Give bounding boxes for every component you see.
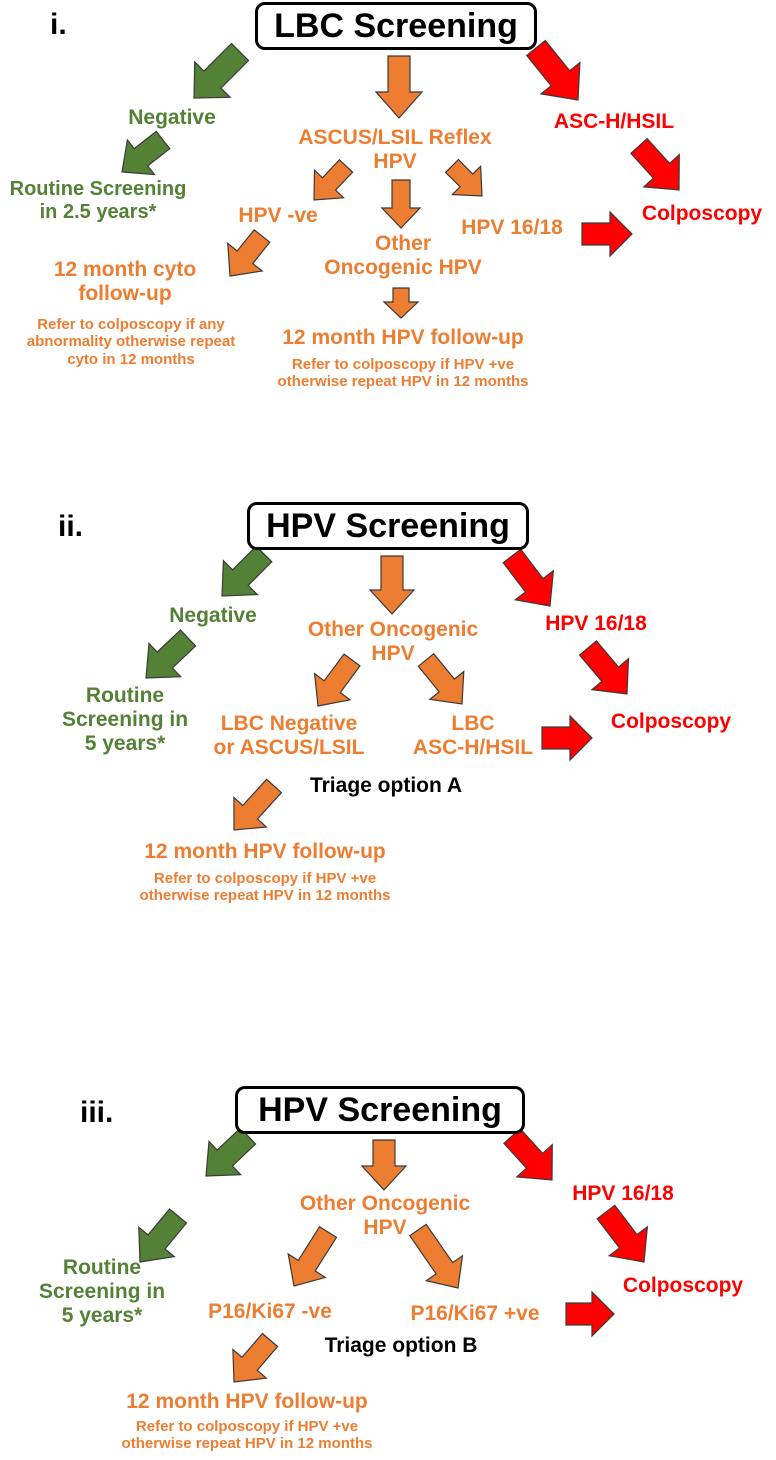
panel-2-label: ii. <box>58 510 84 543</box>
p2-arrow-routine-icon <box>145 629 197 679</box>
panel-3-right-branch: P16/Ki67 +ve <box>410 1302 540 1325</box>
p3-arrow-colpo-right-icon <box>565 1290 615 1338</box>
panel-1-cyto-note: Refer to colposcopy if any abnormality o… <box>26 316 236 368</box>
panel-1-colposcopy: Colposcopy <box>641 202 763 225</box>
panel-1-hpv-followup: 12 month HPV follow-up <box>282 326 524 349</box>
panel-3-colposcopy: Colposcopy <box>622 1274 744 1297</box>
p1-arrow-hpvneg-icon <box>313 158 354 201</box>
panel-1-hpv-note: Refer to colposcopy if HPV +ve otherwise… <box>277 356 529 391</box>
panel-1-hpv-neg: HPV -ve <box>238 204 318 227</box>
panel-2-hpv-note: Refer to colposcopy if HPV +ve otherwise… <box>139 870 391 905</box>
panel-2-middle: Other Oncogenic HPV <box>307 618 479 666</box>
panel-2-right-branch: LBC ASC-H/HSIL <box>412 712 534 760</box>
p3-arrow-green2-icon <box>138 1208 188 1263</box>
panel-1-other: Other Oncogenic HPV <box>324 232 482 280</box>
p1-arrow-right-icon <box>581 210 633 258</box>
panel-3-routine: Routine Screening in 5 years* <box>38 1256 166 1328</box>
p3-arrow-left-icon <box>287 1225 338 1287</box>
p3-arrow-green1-icon <box>205 1127 257 1177</box>
p3-arrow-colpo-icon <box>596 1204 649 1263</box>
p1-arrow-cyto-icon <box>227 228 271 277</box>
p3-arrow-1618-icon <box>503 1127 553 1181</box>
p1-arrow-colpo-icon <box>630 137 680 191</box>
p1-arrow-hpvfu-icon <box>382 287 420 319</box>
p3-arrow-middle-icon <box>360 1139 408 1191</box>
panel-3-triage: Triage option B <box>324 1334 478 1357</box>
panel-1-hpv1618: HPV 16/18 <box>461 216 563 239</box>
panel-3-left-branch: P16/Ki67 -ve <box>208 1300 332 1323</box>
p1-arrow-routine-icon <box>121 130 171 176</box>
panel-1-negative: Negative <box>128 106 216 129</box>
panel-1-routine: Routine Screening in 2.5 years* <box>9 178 187 223</box>
panel-2-hpv1618: HPV 16/18 <box>545 612 647 635</box>
p3-arrow-fu-icon <box>232 1332 279 1383</box>
panel-1-high: ASC-H/HSIL <box>553 110 675 133</box>
p2-arrow-left-icon <box>313 653 361 707</box>
panel-3-hpv-followup: 12 month HPV follow-up <box>126 1390 368 1413</box>
p1-arrow-negative-icon <box>193 42 250 99</box>
p1-arrow-middle-icon <box>374 55 424 119</box>
p2-arrow-right-icon <box>417 652 465 705</box>
panel-1-label: i. <box>50 8 67 41</box>
p3-arrow-right-icon <box>408 1223 464 1289</box>
panel-2-hpv-followup: 12 month HPV follow-up <box>144 840 386 863</box>
panel-3-title: HPV Screening <box>235 1086 525 1134</box>
panel-1-title: LBC Screening <box>255 2 537 50</box>
p2-arrow-middle-icon <box>368 555 416 615</box>
panel-1-middle: ASCUS/LSIL Reflex HPV <box>298 126 492 174</box>
p2-arrow-colpo-icon <box>578 640 630 695</box>
panel-2-triage: Triage option A <box>309 774 463 797</box>
panel-3-middle: Other Oncogenic HPV <box>299 1192 471 1240</box>
panel-2-colposcopy: Colposcopy <box>610 710 732 733</box>
p1-arrow-1618-icon <box>444 158 483 197</box>
panel-3-label: iii. <box>80 1096 114 1129</box>
panel-3-hpv-note: Refer to colposcopy if HPV +ve otherwise… <box>121 1418 373 1453</box>
panel-2-negative: Negative <box>169 604 257 627</box>
p2-arrow-negative-icon <box>221 545 273 597</box>
p1-arrow-high-icon <box>525 39 581 101</box>
panel-1-cyto-followup: 12 month cyto follow-up <box>53 258 197 306</box>
panel-2-routine: Routine Screening in 5 years* <box>61 684 189 756</box>
p2-arrow-colpo-right-icon <box>541 714 593 762</box>
p1-arrow-other-icon <box>380 179 422 229</box>
panel-2-left-branch: LBC Negative or ASCUS/LSIL <box>213 712 365 760</box>
panel-3-hpv1618: HPV 16/18 <box>572 1182 674 1205</box>
panel-2-title: HPV Screening <box>247 502 529 550</box>
p2-arrow-fu-icon <box>233 778 283 831</box>
p2-arrow-1618-icon <box>502 548 555 607</box>
